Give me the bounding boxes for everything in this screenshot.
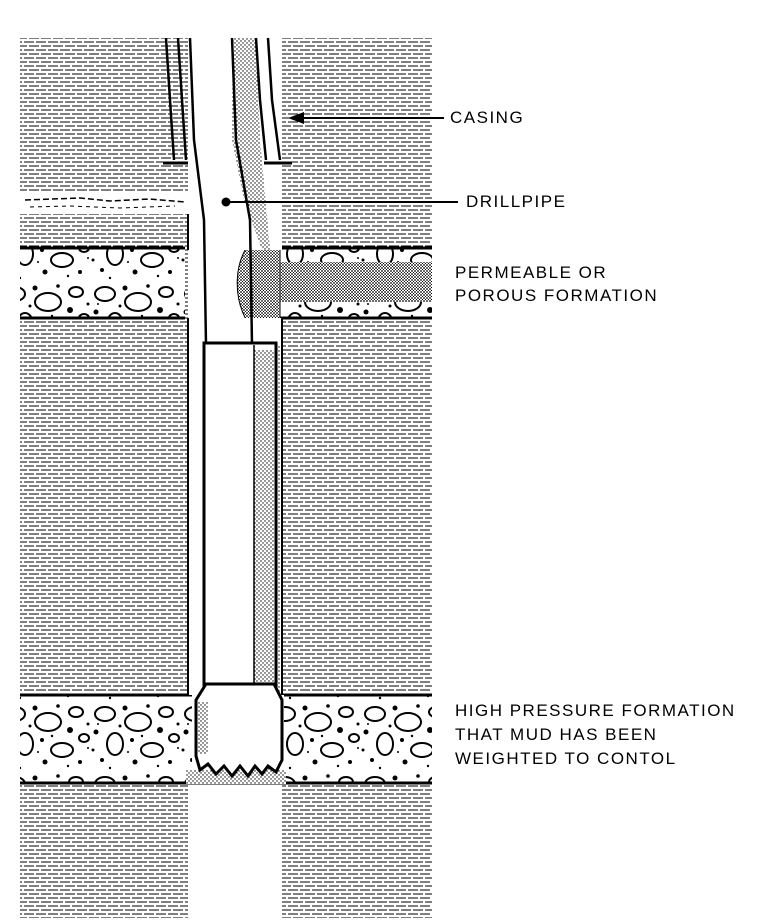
casing-label: CASING [450, 108, 525, 127]
drill-bit [194, 682, 284, 779]
high-pressure-label-line1: HIGH PRESSURE FORMATION [455, 701, 736, 720]
permeable-formation-left [20, 248, 185, 318]
casing-leader [288, 112, 444, 124]
shale-layer-left [20, 38, 188, 918]
shale-layer-right [282, 38, 432, 918]
mud-column-upper [232, 38, 270, 250]
casing [163, 37, 292, 165]
drillpipe-label: DRILLPIPE [466, 192, 567, 211]
high-pressure-formation-left [20, 695, 192, 783]
drillpipe [188, 37, 254, 346]
high-pressure-label-line2: THAT MUD HAS BEEN [455, 725, 658, 744]
high-pressure-label-line3: WEIGHTED TO CONTOL [455, 749, 677, 768]
drillpipe-leader [221, 197, 458, 207]
high-pressure-formation-right [284, 695, 432, 783]
permeable-formation-label-line1: PERMEABLE OR [455, 263, 608, 282]
permeable-formation-label-line2: POROUS FORMATION [455, 286, 659, 305]
drill-collar [202, 341, 278, 690]
mud-invasion-zone [276, 262, 432, 302]
